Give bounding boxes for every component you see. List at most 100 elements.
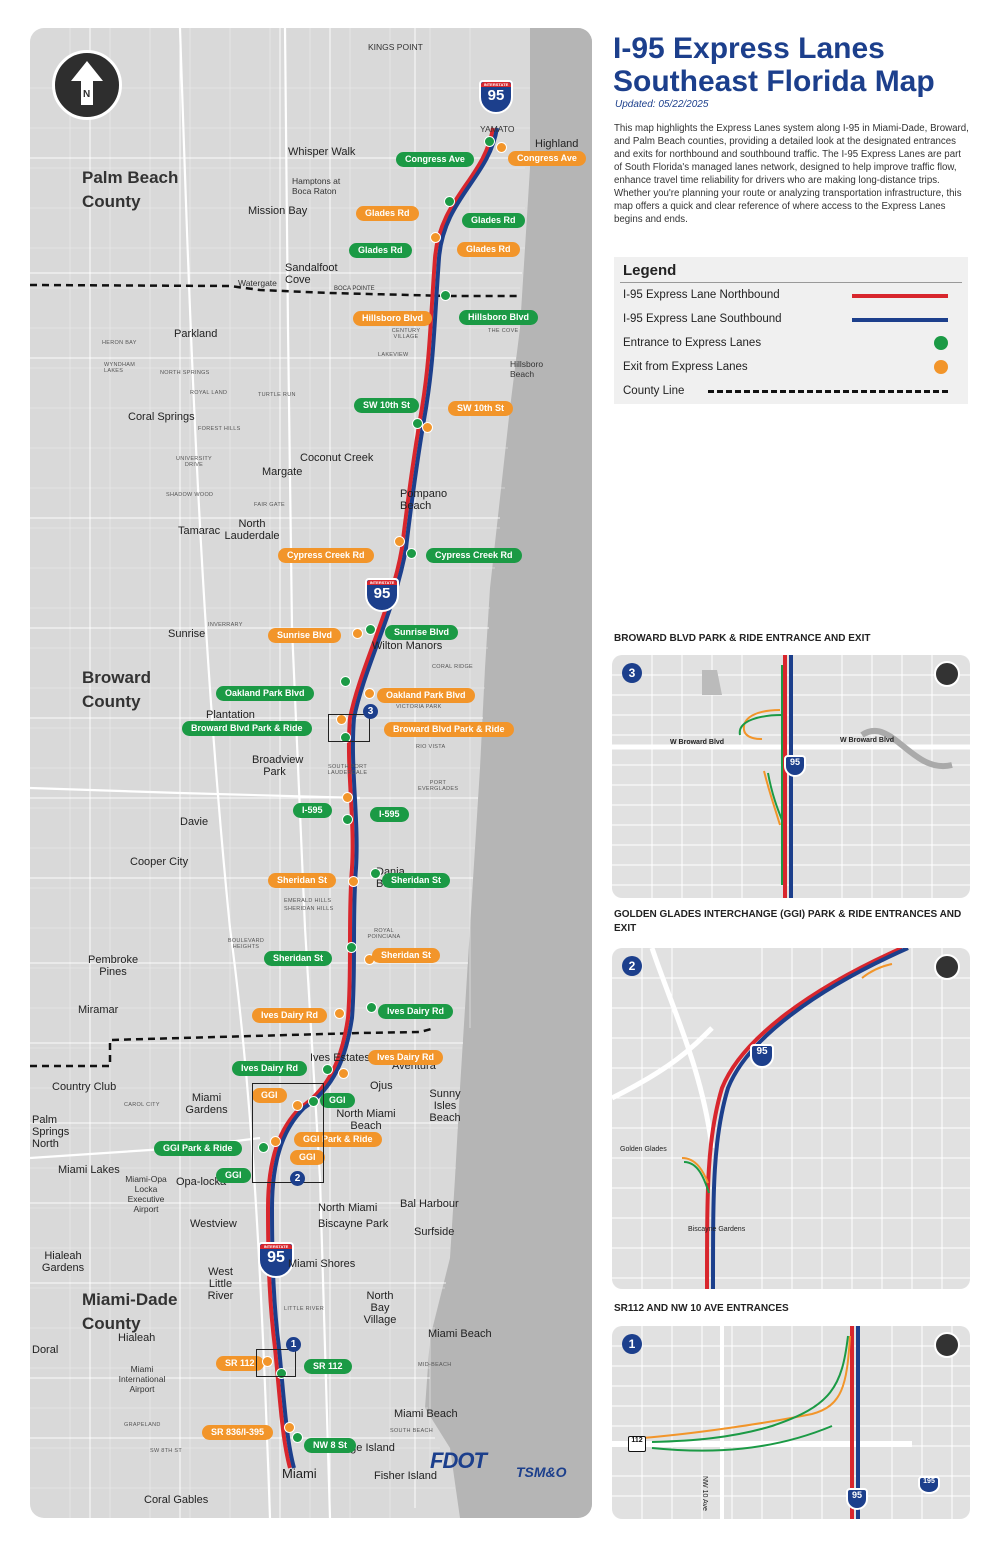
- inset-2-place-label: Biscayne Gardens: [688, 1226, 746, 1233]
- entrance-pill[interactable]: Glades Rd: [349, 243, 412, 258]
- exit-pill[interactable]: Cypress Creek Rd: [278, 548, 374, 563]
- compass-icon: [934, 1332, 960, 1358]
- entrance-pill[interactable]: SW 10th St: [354, 398, 420, 413]
- legend-item-entrance: Entrance to Express Lanes: [623, 337, 762, 349]
- entrance-arrow-icon: [322, 1064, 333, 1075]
- callout-2[interactable]: 2: [290, 1171, 305, 1186]
- exit-pill[interactable]: Oakland Park Blvd: [377, 688, 475, 703]
- exit-pill[interactable]: GGI: [252, 1088, 287, 1103]
- place-label: BOULEVARD HEIGHTS: [227, 938, 265, 950]
- title-line-1: I-95 Express Lanes: [613, 32, 885, 65]
- north-label: N: [83, 89, 91, 100]
- entrance-pill[interactable]: GGI: [320, 1093, 355, 1108]
- entrance-pill[interactable]: Sheridan St: [382, 873, 451, 888]
- entrance-pill[interactable]: Sunrise Blvd: [385, 625, 459, 640]
- entrance-pill[interactable]: SR 112: [304, 1359, 352, 1374]
- title-line-2: Southeast Florida Map: [613, 65, 935, 98]
- entrance-pill[interactable]: Sheridan St: [264, 951, 333, 966]
- inset-2-title: GOLDEN GLADES INTERCHANGE (GGI) PARK & R…: [614, 909, 962, 934]
- place-label: Sandalfoot Cove: [285, 262, 338, 286]
- place-label: Ojus: [370, 1080, 393, 1092]
- inset-2-map[interactable]: 2 Golden Glades Biscayne Gardens 95: [612, 948, 970, 1289]
- place-label: Plantation: [206, 709, 255, 721]
- inset-3-number: 3: [622, 663, 642, 683]
- entrance-arrow-icon: [444, 196, 455, 207]
- place-label: YAMATO: [480, 124, 515, 134]
- place-label: Tamarac: [178, 525, 221, 537]
- place-label: Coconut Creek: [300, 452, 374, 464]
- exit-pill[interactable]: SW 10th St: [448, 401, 514, 416]
- place-label: North Miami: [318, 1202, 378, 1214]
- entrance-pill[interactable]: Cypress Creek Rd: [426, 548, 522, 563]
- place-label: PORT EVERGLADES: [418, 780, 459, 792]
- legend-title: Legend: [623, 262, 677, 279]
- inset-1-base: [612, 1326, 970, 1519]
- place-label: EMERALD HILLS: [284, 898, 332, 904]
- north-arrow-button[interactable]: N: [52, 50, 122, 120]
- county-line-swatch: [708, 390, 948, 393]
- exit-arrow-icon: [430, 232, 441, 243]
- county-label-palm-beach: Palm Beach County: [82, 168, 179, 211]
- exit-arrow-icon: [394, 536, 405, 547]
- exit-pill[interactable]: Sheridan St: [268, 873, 337, 888]
- place-label: Broadview Park: [252, 754, 304, 778]
- exit-pill[interactable]: Broward Blvd Park & Ride: [384, 722, 514, 737]
- southbound-line-swatch: [852, 318, 948, 322]
- entrance-pill[interactable]: GGI: [216, 1168, 251, 1183]
- exit-pill[interactable]: Sunrise Blvd: [268, 628, 342, 643]
- compass-icon: [934, 954, 960, 980]
- inset-3-map[interactable]: 3 W Broward Blvd W Broward Blvd 95: [612, 655, 970, 898]
- entrance-pill[interactable]: I-595: [293, 803, 332, 818]
- entrance-pill[interactable]: Hillsboro Blvd: [459, 310, 539, 325]
- exit-arrow-icon: [262, 1356, 273, 1367]
- inset-1-street-label: NW 10 Ave: [701, 1476, 708, 1511]
- entrance-pill[interactable]: Congress Ave: [396, 152, 474, 167]
- place-label: LITTLE RIVER: [284, 1306, 324, 1312]
- entrance-pill[interactable]: GGI Park & Ride: [154, 1141, 242, 1156]
- entrance-pill[interactable]: Ives Dairy Rd: [232, 1061, 308, 1076]
- place-label: FAIR GATE: [254, 502, 286, 508]
- exit-pill[interactable]: Ives Dairy Rd: [252, 1008, 328, 1023]
- exit-pill[interactable]: Glades Rd: [356, 206, 419, 221]
- place-label: Miami Shores: [288, 1258, 356, 1270]
- callout-3[interactable]: 3: [363, 704, 378, 719]
- place-label: Wilton Manors: [372, 640, 443, 652]
- entrance-pill[interactable]: NW 8 St: [304, 1438, 357, 1453]
- exit-arrow-icon: [364, 688, 375, 699]
- inset-2-base: [612, 948, 970, 1289]
- exit-pill[interactable]: Hillsboro Blvd: [353, 311, 433, 326]
- callout-1[interactable]: 1: [286, 1337, 301, 1352]
- entrance-pill[interactable]: Oakland Park Blvd: [216, 686, 314, 701]
- exit-arrow-icon: [284, 1422, 295, 1433]
- place-label: Hialeah Gardens: [41, 1250, 85, 1274]
- entrance-pill[interactable]: Glades Rd: [462, 213, 525, 228]
- entrance-arrow-icon: [440, 290, 451, 301]
- entrance-arrow-icon: [366, 1002, 377, 1013]
- place-label: Bal Harbour: [400, 1198, 459, 1210]
- place-label: Davie: [180, 816, 209, 828]
- exit-pill[interactable]: GGI Park & Ride: [294, 1132, 382, 1147]
- entrance-pill[interactable]: Ives Dairy Rd: [378, 1004, 454, 1019]
- exit-pill[interactable]: Congress Ave: [508, 151, 586, 166]
- place-label: HERON BAY: [102, 340, 137, 346]
- exit-pill[interactable]: Sheridan St: [372, 948, 441, 963]
- exit-pill[interactable]: SR 836/I-395: [202, 1425, 274, 1440]
- place-label: CAROL CITY: [124, 1102, 160, 1108]
- inset-1-map[interactable]: 1 NW 10 Ave 112 195 95: [612, 1326, 970, 1519]
- i95-shield: 95: [784, 755, 806, 777]
- place-label: West Little River: [207, 1266, 234, 1302]
- inset-2-place-label: Golden Glades: [620, 1146, 667, 1153]
- entrance-pill[interactable]: I-595: [370, 807, 409, 822]
- entrance-arrow-icon: [340, 732, 351, 743]
- exit-pill[interactable]: Ives Dairy Rd: [368, 1050, 444, 1065]
- exit-pill[interactable]: GGI: [290, 1150, 325, 1165]
- exit-pill[interactable]: SR 112: [216, 1356, 264, 1371]
- entrance-pill[interactable]: Broward Blvd Park & Ride: [182, 721, 312, 736]
- inset-1-number: 1: [622, 1334, 642, 1354]
- fdot-logo: FDOT: [430, 1448, 487, 1473]
- exit-pill[interactable]: Glades Rd: [457, 242, 520, 257]
- exit-arrow-icon: [270, 1136, 281, 1147]
